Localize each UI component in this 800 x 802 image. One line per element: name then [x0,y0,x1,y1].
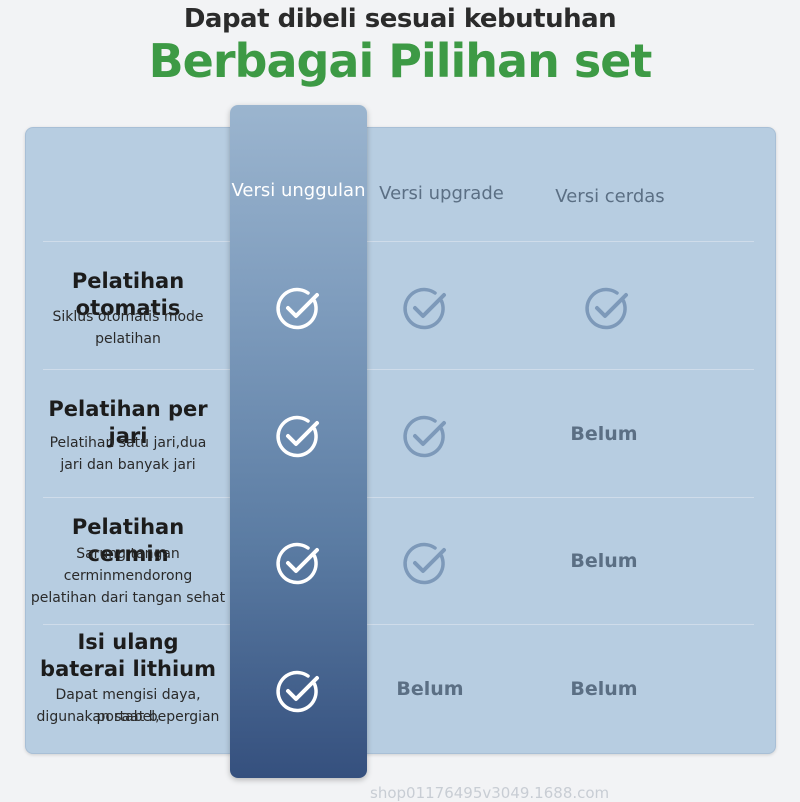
not-available-label: Belum [396,678,464,700]
watermark-text: shop01176495v3049.1688.com [370,784,610,802]
check-circle-icon [585,287,628,330]
row-divider [43,497,754,498]
comparison-card [25,127,776,754]
not-available-label: Belum [570,423,638,445]
header-subtitle: Dapat dibeli sesuai kebutuhan [183,4,617,34]
check-circle-icon [276,415,319,458]
feature-title: baterai lithium [40,657,216,681]
check-circle-icon [276,670,319,713]
check-circle-icon [276,287,319,330]
check-circle-icon [403,287,446,330]
row-divider [43,369,754,370]
feature-title: Pelatihan per jari [48,397,208,448]
feature-description: Sarung tangan [76,546,180,562]
feature-description: Pelatihan satu jari,dua [49,435,207,451]
not-available-label: Belum [570,678,638,700]
check-circle-icon [403,415,446,458]
feature-title: Pelatihan cermin [71,515,185,566]
row-divider [43,241,754,242]
feature-description: pelatihan [95,331,161,347]
feature-title: Pelatihan otomatis [71,269,185,320]
feature-description: jari dan banyak jari [60,457,196,473]
column-header-versi-unggulan: Versi unggulan [231,180,366,201]
check-circle-icon [403,542,446,585]
feature-title: Isi ulang [77,630,179,654]
feature-description: pelatihan dari tangan sehat [30,590,226,606]
feature-description: digunakan saat bepergian [36,709,220,725]
row-divider [43,624,754,625]
check-circle-icon [276,542,319,585]
feature-description: cerminmendorong [63,568,193,584]
feature-description: Dapat mengisi daya, portabel, [55,687,201,725]
column-header-versi-upgrade: Versi upgrade [379,183,504,204]
feature-description: Siklus otomatis mode [52,309,204,325]
not-available-label: Belum [570,550,638,572]
column-header-versi-cerdas: Versi cerdas [555,186,665,207]
header-title: Berbagai Pilihan set [148,34,653,88]
